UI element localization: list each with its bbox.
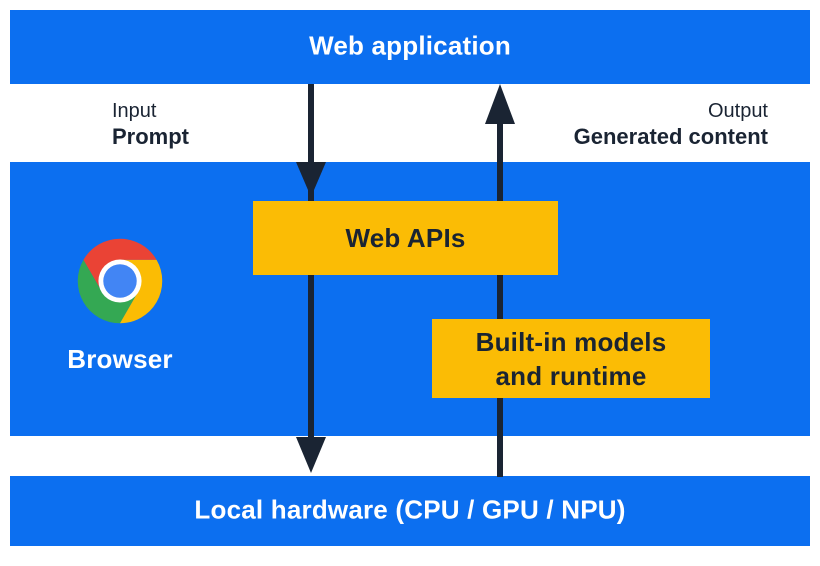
web-apis-box: Web APIs — [253, 201, 558, 275]
builtin-models-label-line2: and runtime — [495, 360, 647, 391]
web-application-label: Web application — [309, 30, 511, 61]
browser-label: Browser — [67, 344, 173, 374]
input-value-prompt: Prompt — [112, 124, 189, 149]
local-hardware-label: Local hardware (CPU / GPU / NPU) — [194, 494, 626, 525]
local-hardware-bar: Local hardware (CPU / GPU / NPU) — [10, 476, 810, 546]
input-flow-label: Input Prompt — [112, 99, 189, 150]
builtin-models-box: Built-in models and runtime — [432, 319, 710, 398]
output-title: Output — [707, 100, 768, 122]
chrome-browser-icon — [77, 238, 163, 324]
output-value-generated-content: Generated content — [573, 124, 768, 149]
output-flow-label: Output Generated content — [574, 99, 768, 150]
web-application-bar: Web application — [10, 10, 810, 84]
web-apis-label: Web APIs — [345, 223, 466, 253]
builtin-models-label-line1: Built-in models — [475, 326, 667, 357]
input-title: Input — [112, 100, 157, 122]
